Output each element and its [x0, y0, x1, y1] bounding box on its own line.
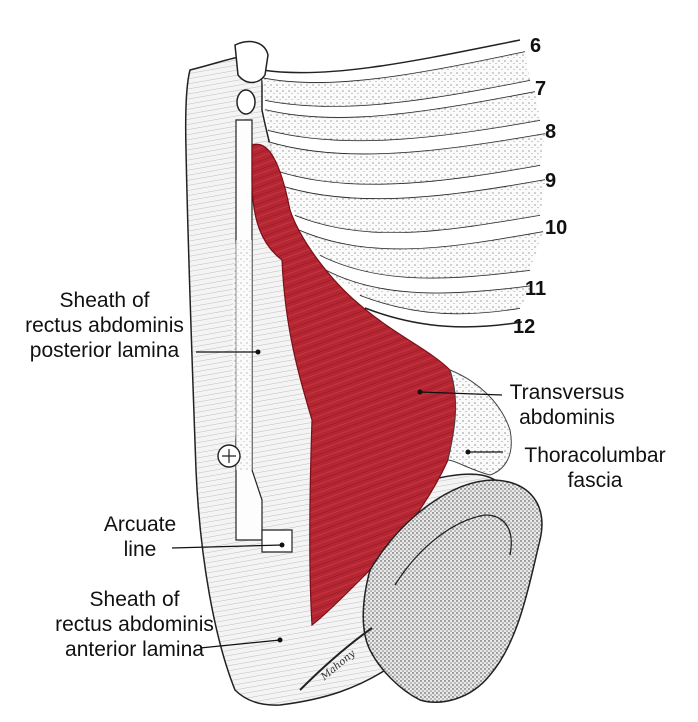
label-line: Sheath of — [89, 588, 180, 611]
posterior-lamina-texture — [231, 240, 252, 470]
label-sheath-posterior: Sheath of rectus abdominis posterior lam… — [12, 288, 197, 363]
label-line: fascia — [567, 469, 623, 492]
thoracolumbar-fascia-shape — [447, 369, 512, 476]
leader-dots — [255, 349, 471, 643]
umbilicus — [217, 444, 241, 468]
iliac-crest — [362, 479, 543, 703]
label-arcuate: Arcuate line — [90, 512, 190, 562]
label-line: Thoracolumbar — [524, 444, 666, 467]
rib-number-7: 7 — [535, 78, 547, 100]
rib-number-6: 6 — [530, 35, 542, 57]
arcuate-line-notch — [261, 529, 293, 553]
sternum — [234, 40, 269, 115]
rib-number-12: 12 — [513, 316, 536, 338]
rib-number-8: 8 — [545, 121, 557, 143]
inguinal-ligament — [299, 627, 373, 691]
rib-number-11: 11 — [525, 278, 547, 300]
intercostal-spaces — [262, 52, 545, 314]
label-line: Sheath of — [59, 289, 150, 312]
label-line: Arcuate — [103, 513, 177, 536]
label-line: rectus abdominis — [55, 613, 214, 636]
label-thoracolumbar: Thoracolumbar fascia — [505, 443, 685, 493]
label-line: rectus abdominis — [25, 314, 184, 337]
label-sheath-anterior: Sheath of rectus abdominis anterior lami… — [42, 587, 227, 662]
rib-number-9: 9 — [545, 170, 557, 192]
label-line: line — [123, 538, 157, 561]
label-line: abdominis — [519, 406, 615, 429]
label-line: Transversus — [509, 381, 625, 404]
label-transversus: Transversus abdominis — [502, 380, 632, 430]
rib-number-10: 10 — [545, 217, 568, 239]
leader-lines — [171, 351, 503, 649]
label-line: anterior lamina — [65, 638, 204, 661]
label-line: posterior lamina — [29, 339, 180, 362]
